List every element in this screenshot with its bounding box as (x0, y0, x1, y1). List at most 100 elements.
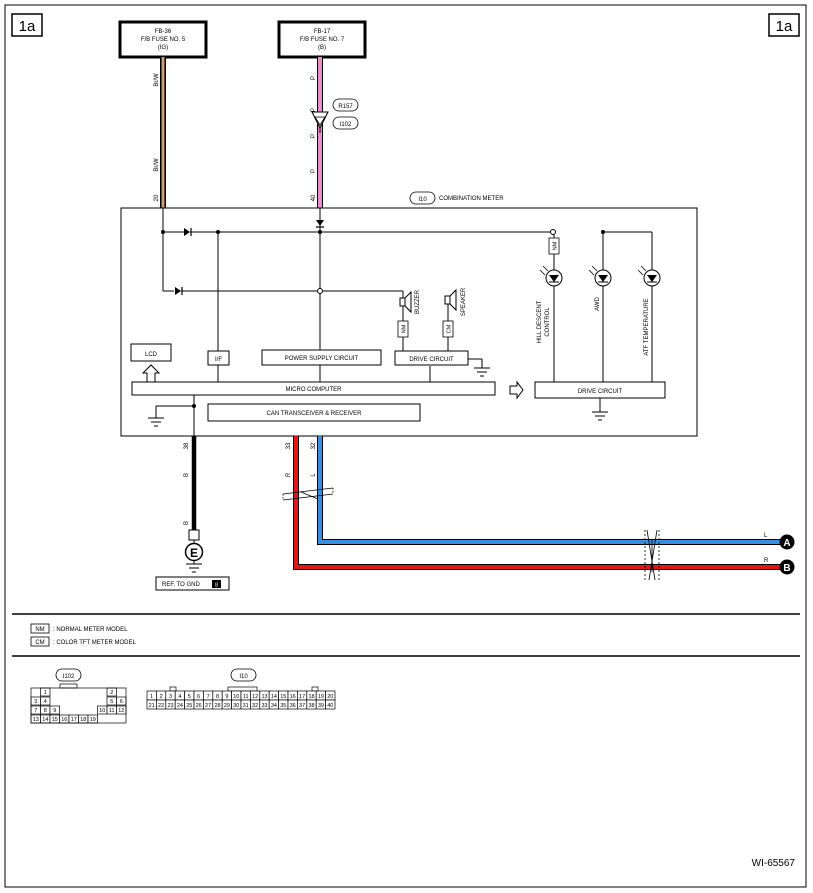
connector-tag-i102: I102 (332, 116, 359, 130)
svg-text:19: 19 (318, 694, 324, 700)
twisted-pair-marker-vertical (282, 487, 334, 501)
connector-pin: 30 (231, 699, 242, 710)
connector-pin: 2 (106, 687, 117, 697)
svg-text:1a: 1a (19, 18, 36, 35)
svg-text:CAN TRANSCEIVER & RECEIVER: CAN TRANSCEIVER & RECEIVER (267, 411, 363, 417)
svg-text:NM: NM (402, 324, 408, 333)
svg-text:I102: I102 (340, 122, 352, 128)
connector-pin: 31 (240, 699, 251, 710)
svg-text:21: 21 (149, 703, 155, 709)
connector-pin: 27 (203, 699, 214, 710)
svg-text:MICRO COMPUTER: MICRO COMPUTER (286, 387, 343, 393)
connector-pin: 18 (306, 690, 317, 701)
lamp-atf-temperature-label: ATF TEMPERATURE (644, 298, 650, 355)
svg-text:29: 29 (224, 703, 230, 709)
connector-pin: 6 (193, 690, 204, 701)
lamp-atf-temperature-icon (637, 265, 661, 287)
connector-pin: 10 (231, 690, 242, 701)
svg-text:16: 16 (290, 694, 296, 700)
connector-pin: 22 (156, 699, 167, 710)
lamp-hill-descent-icon (539, 265, 563, 287)
svg-text:38: 38 (308, 703, 314, 709)
svg-text:6: 6 (120, 699, 123, 705)
svg-text:20: 20 (327, 694, 333, 700)
svg-text:13: 13 (33, 717, 39, 723)
drive-circuit-right-block: DRIVE CIRCUIT (534, 381, 666, 399)
wire-label-r-vertical: R (286, 472, 292, 477)
connector-pin: 2 (156, 690, 167, 701)
connector-pin: 16 (59, 714, 70, 724)
connector-pin: 21 (146, 699, 157, 710)
svg-text:6: 6 (197, 694, 200, 700)
connector-pin: 33 (259, 699, 270, 710)
drive-circuit-left-block: DRIVE CIRCUIT (394, 350, 469, 366)
svg-text:26: 26 (196, 703, 202, 709)
speaker-label: SPEAKER (461, 287, 467, 316)
connector-pin: 17 (68, 714, 79, 724)
svg-text:4: 4 (44, 699, 47, 705)
svg-text:1: 1 (150, 694, 153, 700)
svg-text:F/B FUSE NO. 5: F/B FUSE NO. 5 (141, 37, 186, 43)
connector-pin: 18 (78, 714, 89, 724)
svg-text:7: 7 (207, 694, 210, 700)
connector-pin: 29 (221, 699, 232, 710)
svg-text:4: 4 (178, 694, 181, 700)
connector-pin: 13 (259, 690, 270, 701)
svg-text:37: 37 (299, 703, 305, 709)
connector-tag-r157: R157 (332, 98, 359, 112)
connector-pin: 6 (116, 696, 127, 706)
svg-text:19: 19 (90, 717, 96, 723)
connector-pin: 37 (297, 699, 308, 710)
drive-arrow-icon (509, 380, 524, 400)
connector-pin: 7 (203, 690, 214, 701)
svg-text:15: 15 (280, 694, 286, 700)
svg-text:1: 1 (44, 690, 47, 696)
cm-tag-speaker: CM (442, 320, 454, 338)
svg-text:9: 9 (225, 694, 228, 700)
wire-label-brw-2: Br/W (154, 158, 160, 172)
fuse-box-right: FB-17 F/B FUSE NO. 7 (B) (277, 20, 367, 59)
svg-text:DRIVE CIRCUIT: DRIVE CIRCUIT (409, 357, 454, 363)
connector-pin: 8 (212, 690, 223, 701)
connector-pin: 3 (165, 690, 176, 701)
svg-text:8: 8 (216, 694, 219, 700)
svg-text:32: 32 (252, 703, 258, 709)
wire-l (317, 436, 782, 545)
svg-text:13: 13 (261, 694, 267, 700)
svg-text:31: 31 (243, 703, 249, 709)
connector-pin: 5 (106, 696, 117, 706)
svg-text:34: 34 (271, 703, 277, 709)
svg-text:36: 36 (290, 703, 296, 709)
connector-pin: 14 (40, 714, 51, 724)
connector-pin: 9 (49, 705, 60, 715)
svg-text:8: 8 (44, 708, 47, 714)
diagram-code: WI-65567 (752, 858, 796, 869)
svg-text:5: 5 (110, 699, 113, 705)
page-tag-left: 1a (11, 13, 43, 37)
connector-pin: 19 (315, 690, 326, 701)
svg-text:I102: I102 (63, 674, 75, 680)
svg-text:2: 2 (110, 690, 113, 696)
outer-frame (4, 4, 807, 888)
buzzer-label: BUZZER (415, 289, 421, 314)
wire-label-p-3: P (311, 134, 317, 138)
pin-40-label: 40 (311, 194, 317, 201)
svg-text:30: 30 (233, 703, 239, 709)
svg-text:E: E (190, 546, 198, 560)
svg-text:I10: I10 (239, 674, 248, 680)
lamp-awd-icon (588, 265, 612, 287)
connector-pin: 14 (268, 690, 279, 701)
connector-pin: 11 (240, 690, 251, 701)
lamp-awd-label: AWD (595, 296, 601, 310)
connector-pin: 11 (106, 705, 117, 715)
connector-pin: 34 (268, 699, 279, 710)
svg-text:3: 3 (34, 699, 37, 705)
svg-text:REF. TO GND: REF. TO GND (162, 582, 200, 588)
svg-text:27: 27 (205, 703, 211, 709)
legend-cm: CM : COLOR TFT METER MODEL (30, 636, 136, 647)
connector-pin: 4 (40, 696, 51, 706)
svg-text:NM: NM (553, 241, 559, 250)
combination-meter-box (120, 207, 698, 437)
output-connector-b: B (779, 559, 795, 575)
connector-pin: 20 (325, 690, 336, 701)
